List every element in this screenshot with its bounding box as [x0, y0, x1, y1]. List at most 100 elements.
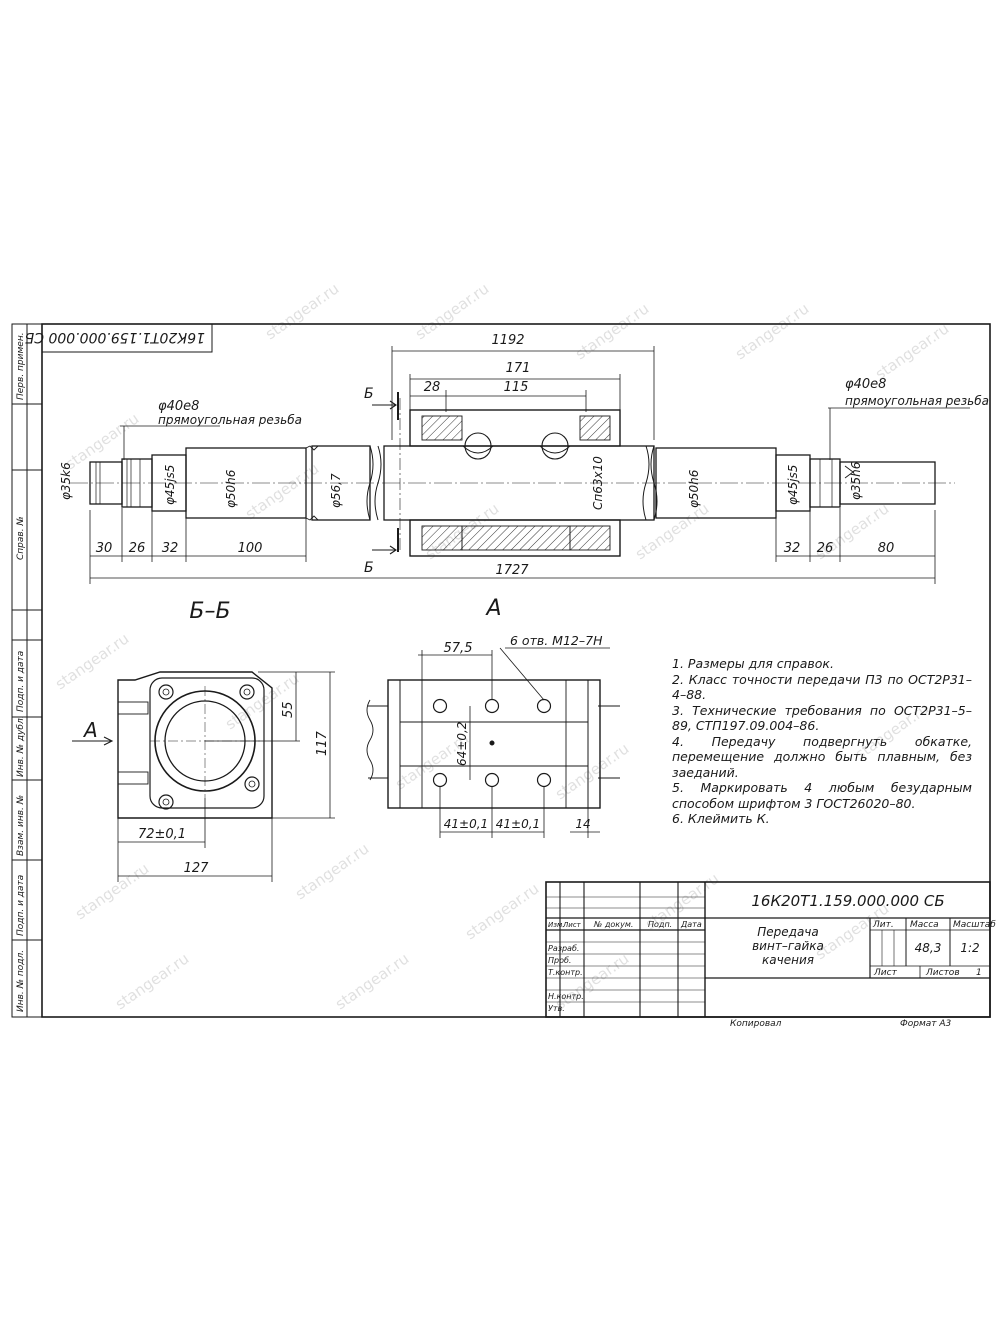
sheets-label: Листов	[925, 968, 960, 978]
dim-26-right: 26	[817, 541, 834, 556]
flange-outline	[117, 671, 273, 819]
scale-value: 1:2	[960, 941, 979, 955]
mass-value: 48,3	[915, 941, 942, 955]
note-item: 1. Размеры для справок.	[672, 656, 834, 671]
phi56: φ56,7	[329, 473, 343, 508]
dim-32-right: 32	[784, 541, 801, 556]
title-block	[545, 881, 991, 1018]
bolt-hole	[239, 684, 255, 700]
row-utv: Утв.	[548, 1004, 565, 1013]
lit-label: Лит.	[872, 920, 894, 930]
note-item: 6. Клеймить К.	[672, 811, 770, 826]
sheet-label: Лист	[873, 968, 898, 978]
section-letter-bottom: Б	[364, 560, 374, 576]
bolt-hole	[158, 794, 174, 810]
side-label: Инв. № подл.	[16, 950, 26, 1012]
col-izm: Изм.	[548, 921, 564, 929]
col-sign: Подп.	[648, 920, 672, 929]
mass-label: Масса	[910, 920, 939, 930]
dim-100: 100	[238, 541, 263, 556]
right-phi50: φ50h6	[687, 469, 701, 508]
dim-26-left: 26	[129, 541, 146, 556]
right-phi45: φ45js5	[786, 465, 800, 505]
rotated-stamp: 16К20Т1.159.000.000 СБ	[25, 323, 213, 353]
row-razrab: Разраб.	[548, 944, 579, 953]
row-tkontr: Т.контр.	[548, 968, 583, 977]
technical-notes: 1. Размеры для справок. 2. Класс точност…	[672, 656, 972, 827]
holes-label: 6 отв. М12–7Н	[510, 633, 603, 648]
dim-55: 55	[281, 701, 296, 718]
side-label: Подп. и дата	[16, 651, 26, 712]
section-title: Б–Б	[189, 599, 230, 624]
name-line-2: винт–гайка	[752, 939, 824, 953]
copied-label: Копировал	[730, 1019, 782, 1029]
dim-117: 117	[315, 730, 330, 756]
right-thread-label: прямоугольная резьба	[845, 394, 989, 408]
col-doc: № докум.	[593, 920, 633, 929]
note-item: 5. Маркировать 4 любым безударным способ…	[672, 780, 972, 811]
ball-circle	[464, 432, 492, 460]
col-list: Лист	[562, 921, 582, 929]
dim-1192: 1192	[491, 333, 524, 348]
view-a	[366, 647, 620, 838]
side-label: Справ. №	[16, 516, 26, 560]
bolt-hole	[158, 684, 174, 700]
side-label: Взам. инв. №	[16, 795, 26, 856]
side-label: Подп. и дата	[16, 875, 26, 936]
shaft-end-right	[839, 461, 936, 505]
dimension-lines-top	[89, 346, 970, 584]
left-phi50: φ50h6	[224, 469, 238, 508]
side-labels: Перв. примен. Справ. № Подп. и дата Инв.…	[16, 332, 26, 1012]
dim-30: 30	[96, 541, 113, 556]
dim-64: 64±0,2	[455, 722, 469, 766]
name-line-1: Передача	[757, 925, 819, 939]
ball-circle	[541, 432, 569, 460]
screw-assembly-view	[70, 392, 955, 557]
left-phi40: φ40е8	[158, 399, 199, 414]
col-date: Дата	[680, 920, 702, 929]
format-label: Формат А3	[900, 1019, 952, 1029]
dim-72: 72±0,1	[138, 827, 186, 842]
sp63: Сп63х10	[591, 456, 605, 510]
name-line-3: качения	[762, 953, 814, 967]
dim-127: 127	[184, 861, 210, 876]
section-letter-top: Б	[364, 386, 374, 402]
dim-80: 80	[878, 541, 895, 556]
nut-housing-top	[409, 409, 621, 447]
left-phi35: φ35k6	[59, 462, 73, 500]
note-item: 4. Передачу подвергнуть обкатке, перемещ…	[672, 733, 972, 780]
side-label: Перв. примен.	[16, 332, 26, 400]
right-phi40: φ40е8	[845, 377, 886, 392]
dim-32-left: 32	[162, 541, 179, 556]
row-prob: Проб.	[548, 956, 571, 965]
dim-57-5: 57,5	[444, 641, 473, 656]
note-item: 3. Технические требования по ОСТ2Р31–5–8…	[672, 702, 972, 734]
left-phi45: φ45js5	[163, 465, 177, 505]
designation: 16К20Т1.159.000.000 СБ	[751, 892, 944, 910]
shaft-journal-left	[185, 447, 307, 519]
sheet-frame	[11, 323, 991, 1018]
dim-171: 171	[506, 361, 531, 376]
left-thread-label: прямоугольная резьба	[158, 413, 302, 427]
side-label: Инв. № дубл.	[16, 715, 26, 777]
dim-28: 28	[424, 380, 441, 395]
bolt-hole	[244, 776, 260, 792]
view-arrow-label: А	[82, 718, 98, 742]
dim-115: 115	[504, 380, 529, 395]
section-bb-view	[72, 671, 335, 882]
dim-1727: 1727	[495, 563, 529, 578]
rotated-stamp-text: 16К20Т1.159.000.000 СБ	[25, 329, 205, 345]
note-item: 2. Класс точности передачи П3 по ОСТ2Р31…	[672, 671, 972, 703]
view-a-title: А	[484, 596, 501, 621]
dim-14: 14	[575, 817, 590, 831]
right-phi35: φ35h6	[849, 461, 863, 500]
sheets-value: 1	[976, 968, 982, 978]
dim-41a: 41±0,1	[444, 817, 488, 831]
scale-label: Масштаб	[953, 920, 996, 930]
nut-housing-bottom	[409, 519, 621, 557]
threaded-hole	[432, 698, 448, 714]
row-nkontr: Н.контр.	[548, 992, 584, 1001]
dim-41b: 41±0,1	[496, 817, 540, 831]
